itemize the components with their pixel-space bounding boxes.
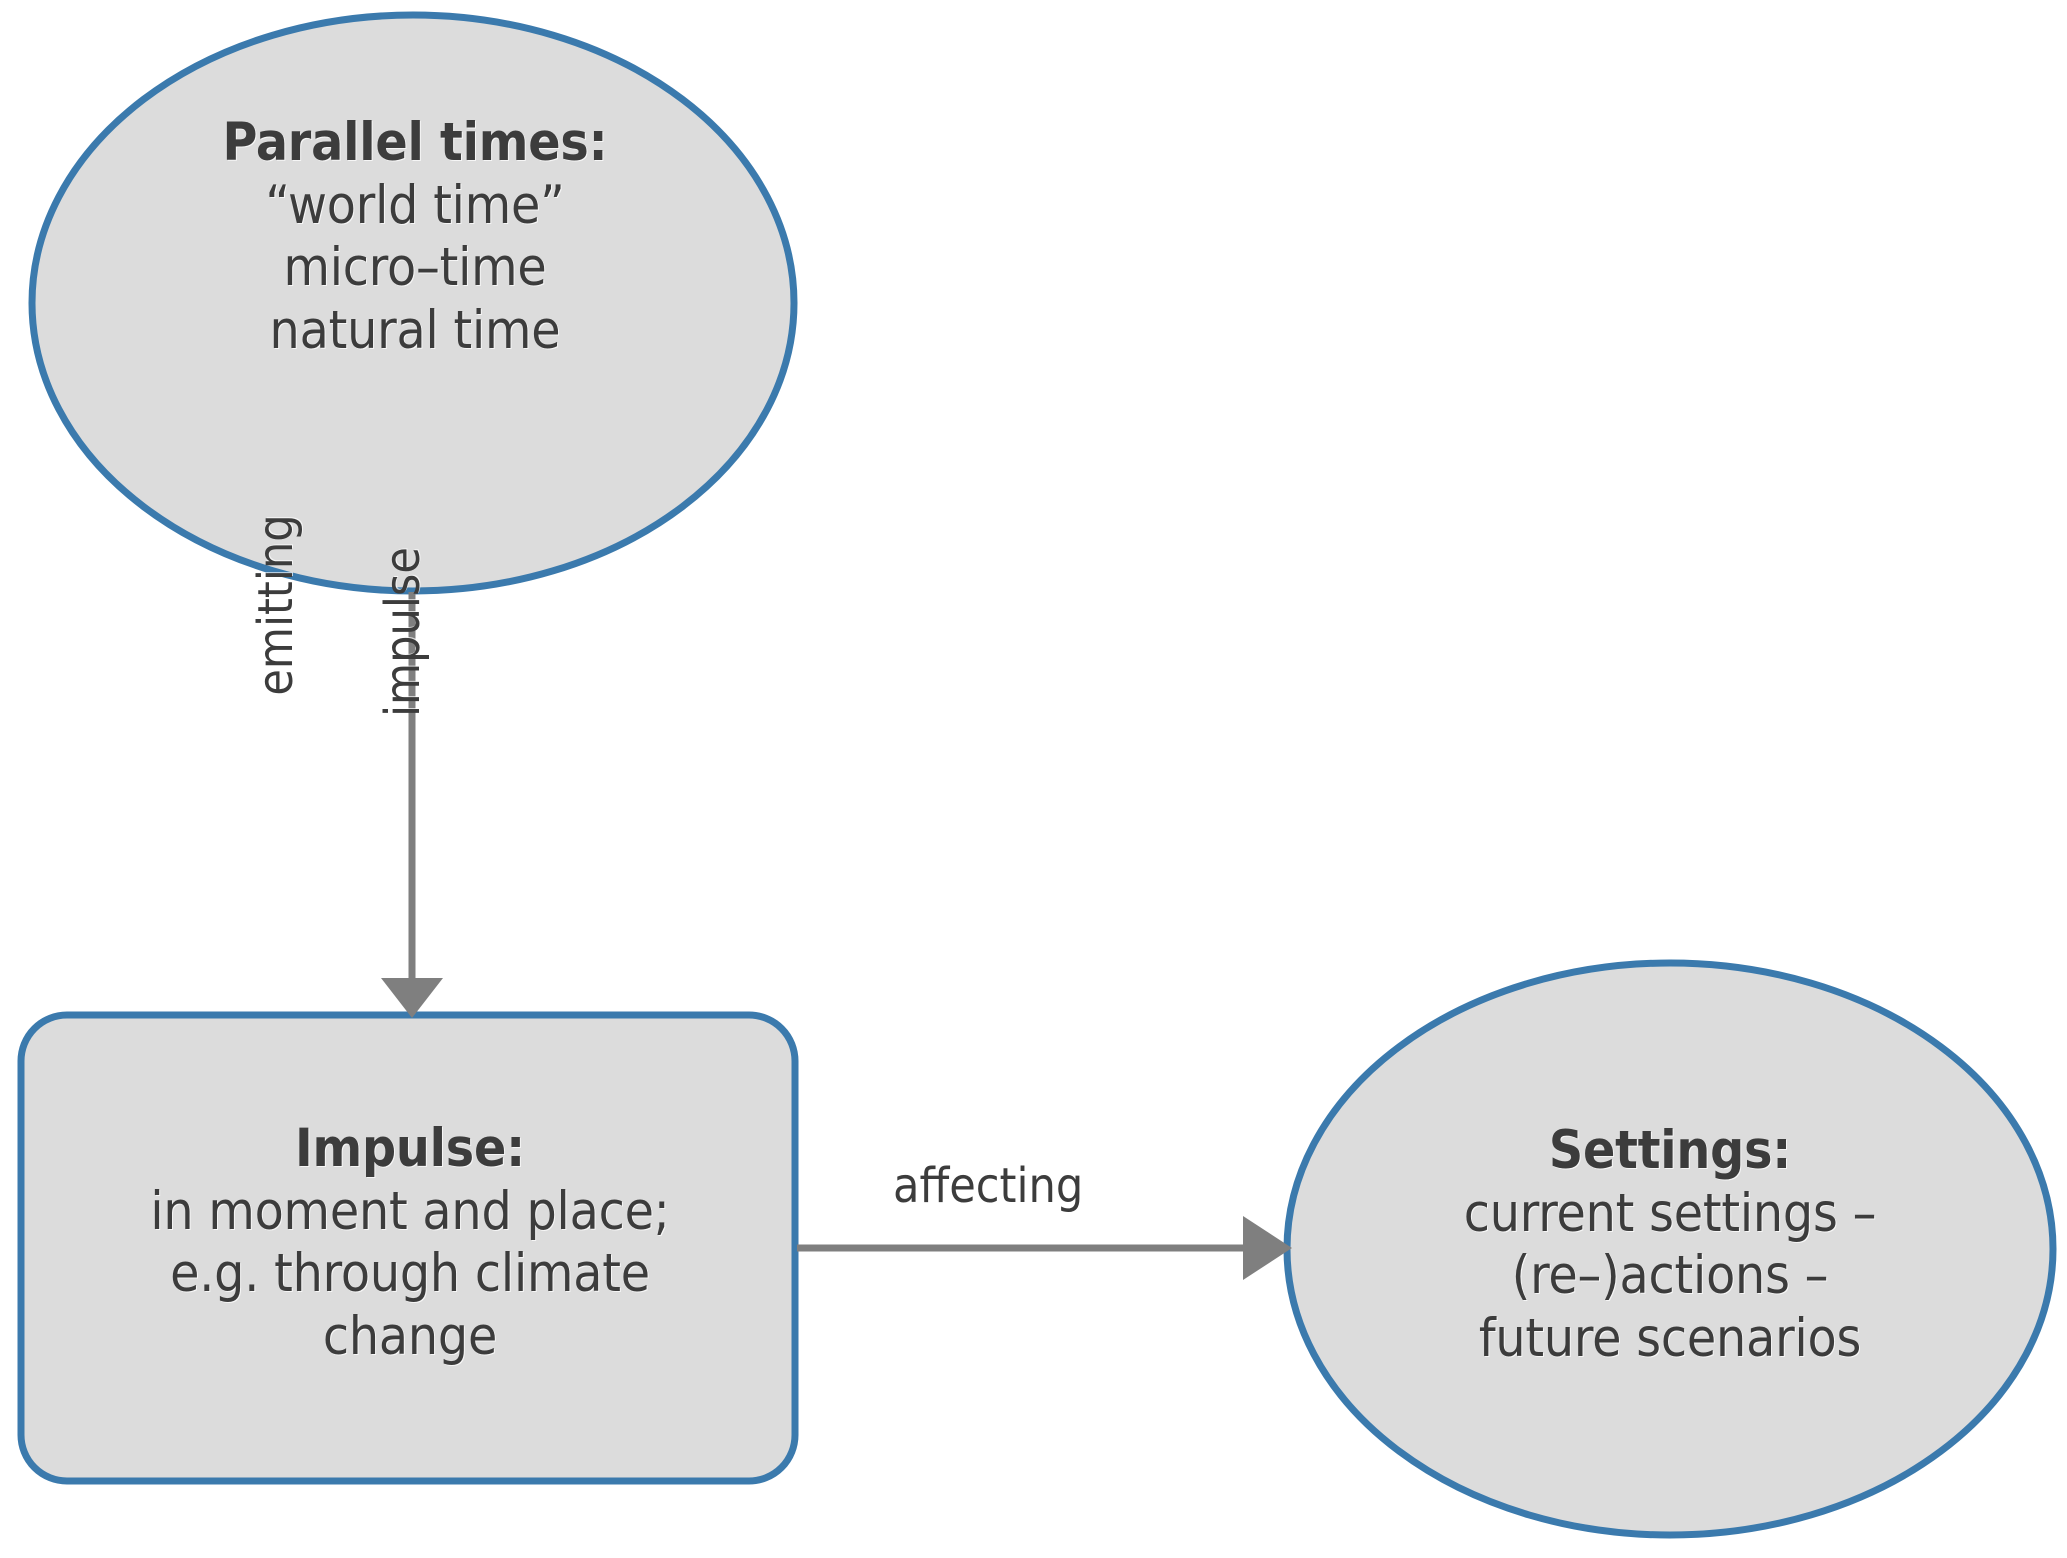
node-line-impulse-1: in moment and place; [150, 1180, 670, 1242]
edge-arrow-parallel-to-impulse [381, 592, 443, 1018]
edge-label-wrap-emitting: emitting [248, 430, 308, 780]
node-title-impulse: Impulse: [294, 1118, 526, 1179]
node-line-settings-2: (re–)actions – [1511, 1245, 1829, 1307]
node-title-settings: Settings: [1548, 1120, 1792, 1181]
node-shape-impulse[interactable] [17, 1011, 799, 1485]
edge-label-affecting: affecting [893, 1158, 1084, 1214]
node-label-impulse: Impulse: in moment and place; e.g. throu… [30, 1118, 790, 1368]
node-line-parallel-times-1: “world time” [265, 174, 565, 236]
node-line-parallel-times-3: natural time [269, 299, 561, 361]
node-line-parallel-times-2: micro–time [283, 237, 547, 299]
node-line-impulse-3: change [322, 1305, 498, 1367]
node-label-parallel-times: Parallel times: “world time” micro–time … [120, 112, 710, 362]
node-line-settings-1: current settings – [1463, 1182, 1877, 1244]
edge-arrow-impulse-to-settings [797, 1216, 1292, 1280]
edge-label-wrap-impulse: impulse [375, 457, 435, 807]
edge-label-emitting: emitting [248, 514, 304, 696]
node-shape-parallel-times[interactable] [28, 11, 798, 595]
node-label-settings: Settings: current settings – (re–)action… [1340, 1120, 2000, 1370]
edge-label-impulse: impulse [375, 547, 431, 717]
node-line-impulse-2: e.g. through climate [170, 1243, 650, 1305]
node-line-settings-3: future scenarios [1478, 1307, 1862, 1369]
node-title-parallel-times: Parallel times: [222, 112, 608, 173]
